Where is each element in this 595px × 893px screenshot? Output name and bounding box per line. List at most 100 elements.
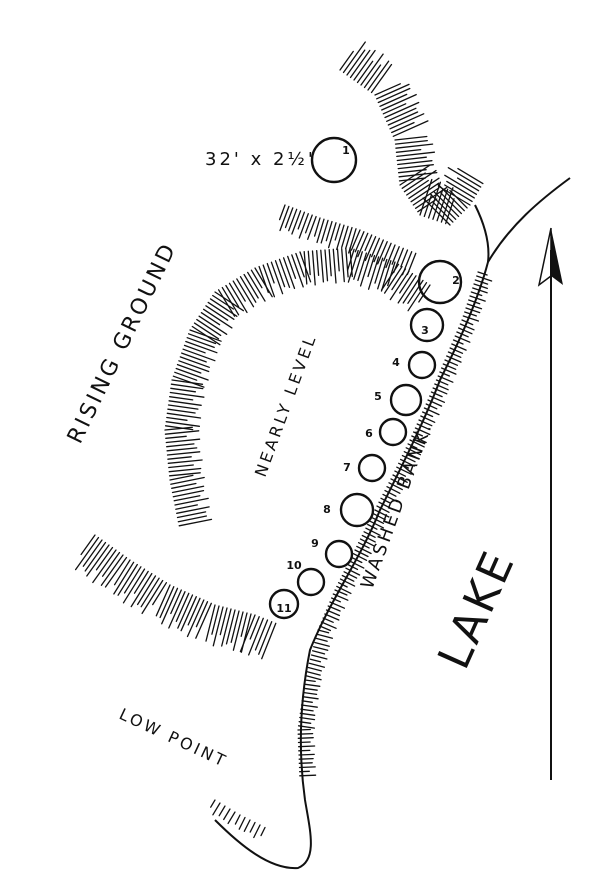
hatch-stroke	[477, 271, 488, 276]
hatch-stroke	[167, 456, 192, 460]
hatch-stroke	[164, 425, 194, 431]
hatch-stroke	[447, 351, 462, 358]
hatch-stroke	[452, 339, 464, 345]
hatch-stroke	[247, 271, 266, 302]
hatch-stroke	[397, 275, 417, 304]
hatch-stroke	[166, 447, 198, 452]
hatch-stroke	[297, 725, 316, 729]
hatch-stroke	[303, 683, 321, 687]
hatch-stroke	[399, 164, 431, 186]
hatch-stroke	[300, 704, 318, 708]
hatch-stroke	[324, 249, 329, 282]
hatch-stroke	[205, 604, 216, 642]
mound-size-label: 32' x 2½'	[205, 149, 316, 170]
hatch-stroke	[168, 472, 201, 477]
rising-ground-label: RISING GROUND	[63, 238, 182, 447]
hatch-stroke	[301, 700, 313, 703]
hatch-stroke	[399, 272, 414, 294]
hatch-stroke	[254, 619, 269, 651]
hatch-stroke	[175, 592, 190, 623]
hatch-stroke	[196, 318, 222, 337]
hatch-stroke	[332, 593, 349, 601]
hatch-stroke	[166, 412, 202, 419]
nearly-level-label: NEARLY LEVEL	[251, 331, 320, 479]
hatch-stroke	[170, 383, 204, 390]
hatch-stroke	[183, 344, 206, 354]
hatch-stroke	[416, 423, 430, 430]
hatch-stroke	[170, 387, 197, 393]
hatch-stroke	[414, 186, 448, 209]
lower-hatching	[74, 534, 277, 839]
hatch-stroke	[327, 222, 337, 249]
hatch-stroke	[304, 679, 316, 683]
hatch-stroke	[353, 251, 363, 280]
hatch-stroke	[328, 249, 332, 277]
hatch-stroke	[430, 391, 443, 398]
hatch-stroke	[390, 478, 402, 485]
mound-number: 5	[374, 390, 382, 403]
hatch-stroke	[311, 250, 316, 286]
hatch-stroke	[382, 103, 407, 115]
hatch-stroke	[383, 242, 392, 262]
hatch-stroke	[367, 256, 380, 290]
hatch-stroke	[164, 430, 200, 435]
hatch-stroke	[469, 295, 486, 302]
rising-ground-hatching	[164, 247, 431, 527]
hatch-stroke	[228, 282, 248, 314]
hatch-stroke	[300, 708, 314, 712]
hatch-stroke	[167, 459, 203, 464]
mound-number: 1	[342, 144, 350, 157]
hatch-stroke	[225, 609, 236, 645]
hatch-stroke	[274, 260, 286, 288]
hatch-stroke	[432, 189, 444, 220]
hatch-stroke	[171, 379, 204, 385]
hatch-stroke	[298, 766, 316, 769]
hatch-stroke	[297, 737, 314, 739]
hatch-stroke	[407, 282, 428, 312]
hatch-stroke	[377, 241, 388, 265]
mound-number: 7	[343, 461, 351, 474]
hatch-stroke	[456, 331, 469, 338]
hatch-stroke	[174, 371, 198, 381]
hatch-stroke	[230, 610, 240, 643]
hatch-stroke	[117, 563, 138, 596]
hatch-stroke	[258, 621, 273, 655]
hatch-stroke	[250, 269, 263, 289]
hatch-stroke	[185, 340, 218, 354]
inner-bank	[474, 204, 490, 263]
hatch-stroke	[172, 375, 205, 388]
hatch-stroke	[207, 301, 235, 320]
hatch-stroke	[461, 319, 474, 326]
hatch-stroke	[214, 291, 245, 312]
hatch-stroke	[364, 236, 377, 262]
hatch-stroke	[297, 732, 314, 735]
mound-number: 2	[452, 274, 460, 287]
hatch-stroke	[175, 367, 209, 381]
hatch-stroke	[152, 582, 168, 606]
hatch-stroke	[232, 280, 246, 302]
low-point-label: LOW POINT	[116, 704, 231, 771]
hatch-stroke	[279, 205, 290, 232]
hatch-stroke	[432, 201, 454, 223]
hatch-stroke	[370, 237, 381, 258]
hatch-stroke	[305, 675, 322, 681]
mound-7	[357, 453, 387, 483]
hatch-stroke	[168, 400, 202, 406]
hatch-stroke	[364, 234, 373, 252]
hatch-stroke	[243, 273, 259, 299]
mound-number: 3	[421, 324, 429, 337]
hatch-stroke	[123, 566, 142, 594]
hatch-stroke	[399, 458, 415, 467]
hatch-stroke	[168, 464, 194, 469]
hatch-stroke	[187, 597, 201, 626]
hatch-stroke	[350, 556, 363, 564]
hatch-stroke	[435, 379, 449, 386]
hatch-stroke	[398, 462, 410, 469]
hatch-stroke	[446, 355, 462, 363]
hatch-stroke	[378, 501, 394, 510]
hatch-stroke	[302, 696, 319, 700]
hatch-stroke	[165, 421, 201, 427]
hatch-stroke	[266, 262, 275, 284]
hatch-stroke	[240, 612, 248, 637]
hatch-stroke	[130, 572, 153, 608]
